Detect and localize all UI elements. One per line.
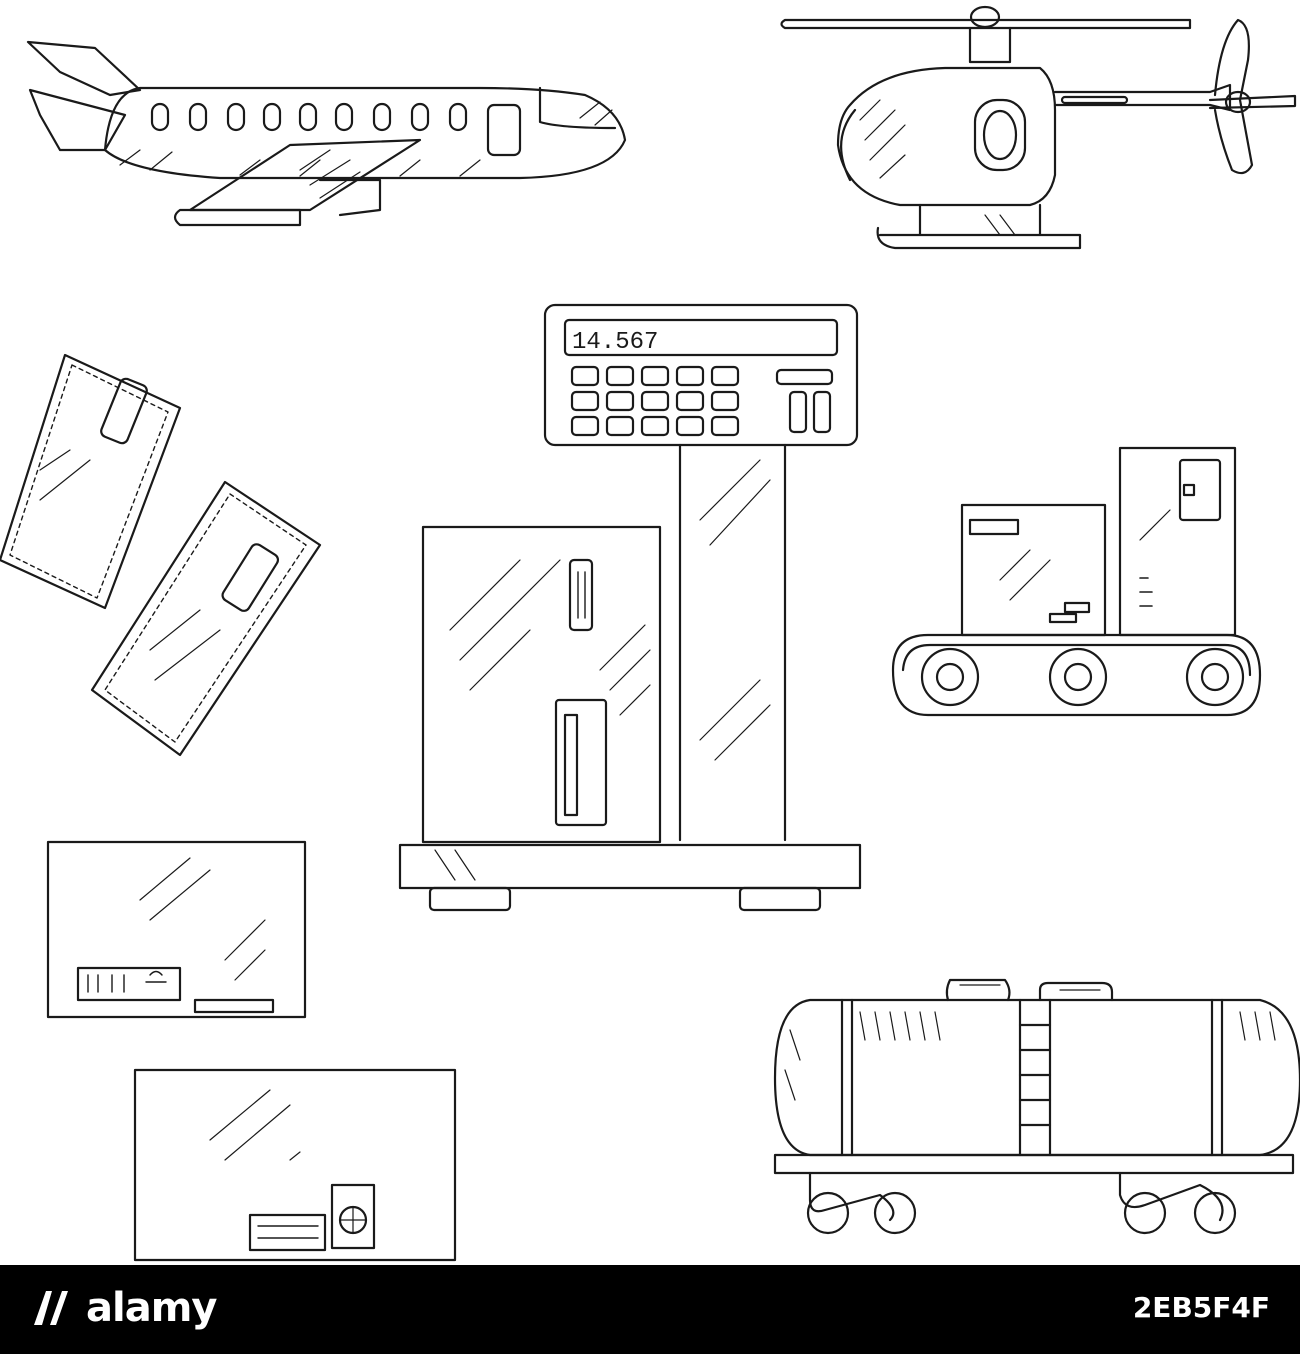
scale-display-reading: 14.567 bbox=[572, 329, 658, 356]
parcels-icon bbox=[48, 842, 455, 1260]
image-id: 2EB5F4F bbox=[1132, 1291, 1270, 1324]
conveyor-boxes-icon bbox=[893, 448, 1260, 715]
weighing-scale-icon: 14.567 bbox=[400, 305, 860, 910]
envelopes-icon bbox=[0, 355, 320, 755]
illustration: 14.567 bbox=[0, 0, 1300, 1265]
footer-bar: alamy 2EB5F4F bbox=[0, 1265, 1300, 1354]
airplane-windows bbox=[152, 104, 466, 130]
helicopter-icon bbox=[782, 7, 1296, 248]
scale-keypad bbox=[572, 367, 832, 435]
airplane-icon bbox=[28, 42, 625, 225]
alamy-logo: alamy bbox=[30, 1285, 217, 1331]
alamy-logo-icon bbox=[34, 1291, 68, 1325]
tank-car-icon bbox=[775, 980, 1300, 1233]
logo-text: alamy bbox=[86, 1285, 217, 1331]
